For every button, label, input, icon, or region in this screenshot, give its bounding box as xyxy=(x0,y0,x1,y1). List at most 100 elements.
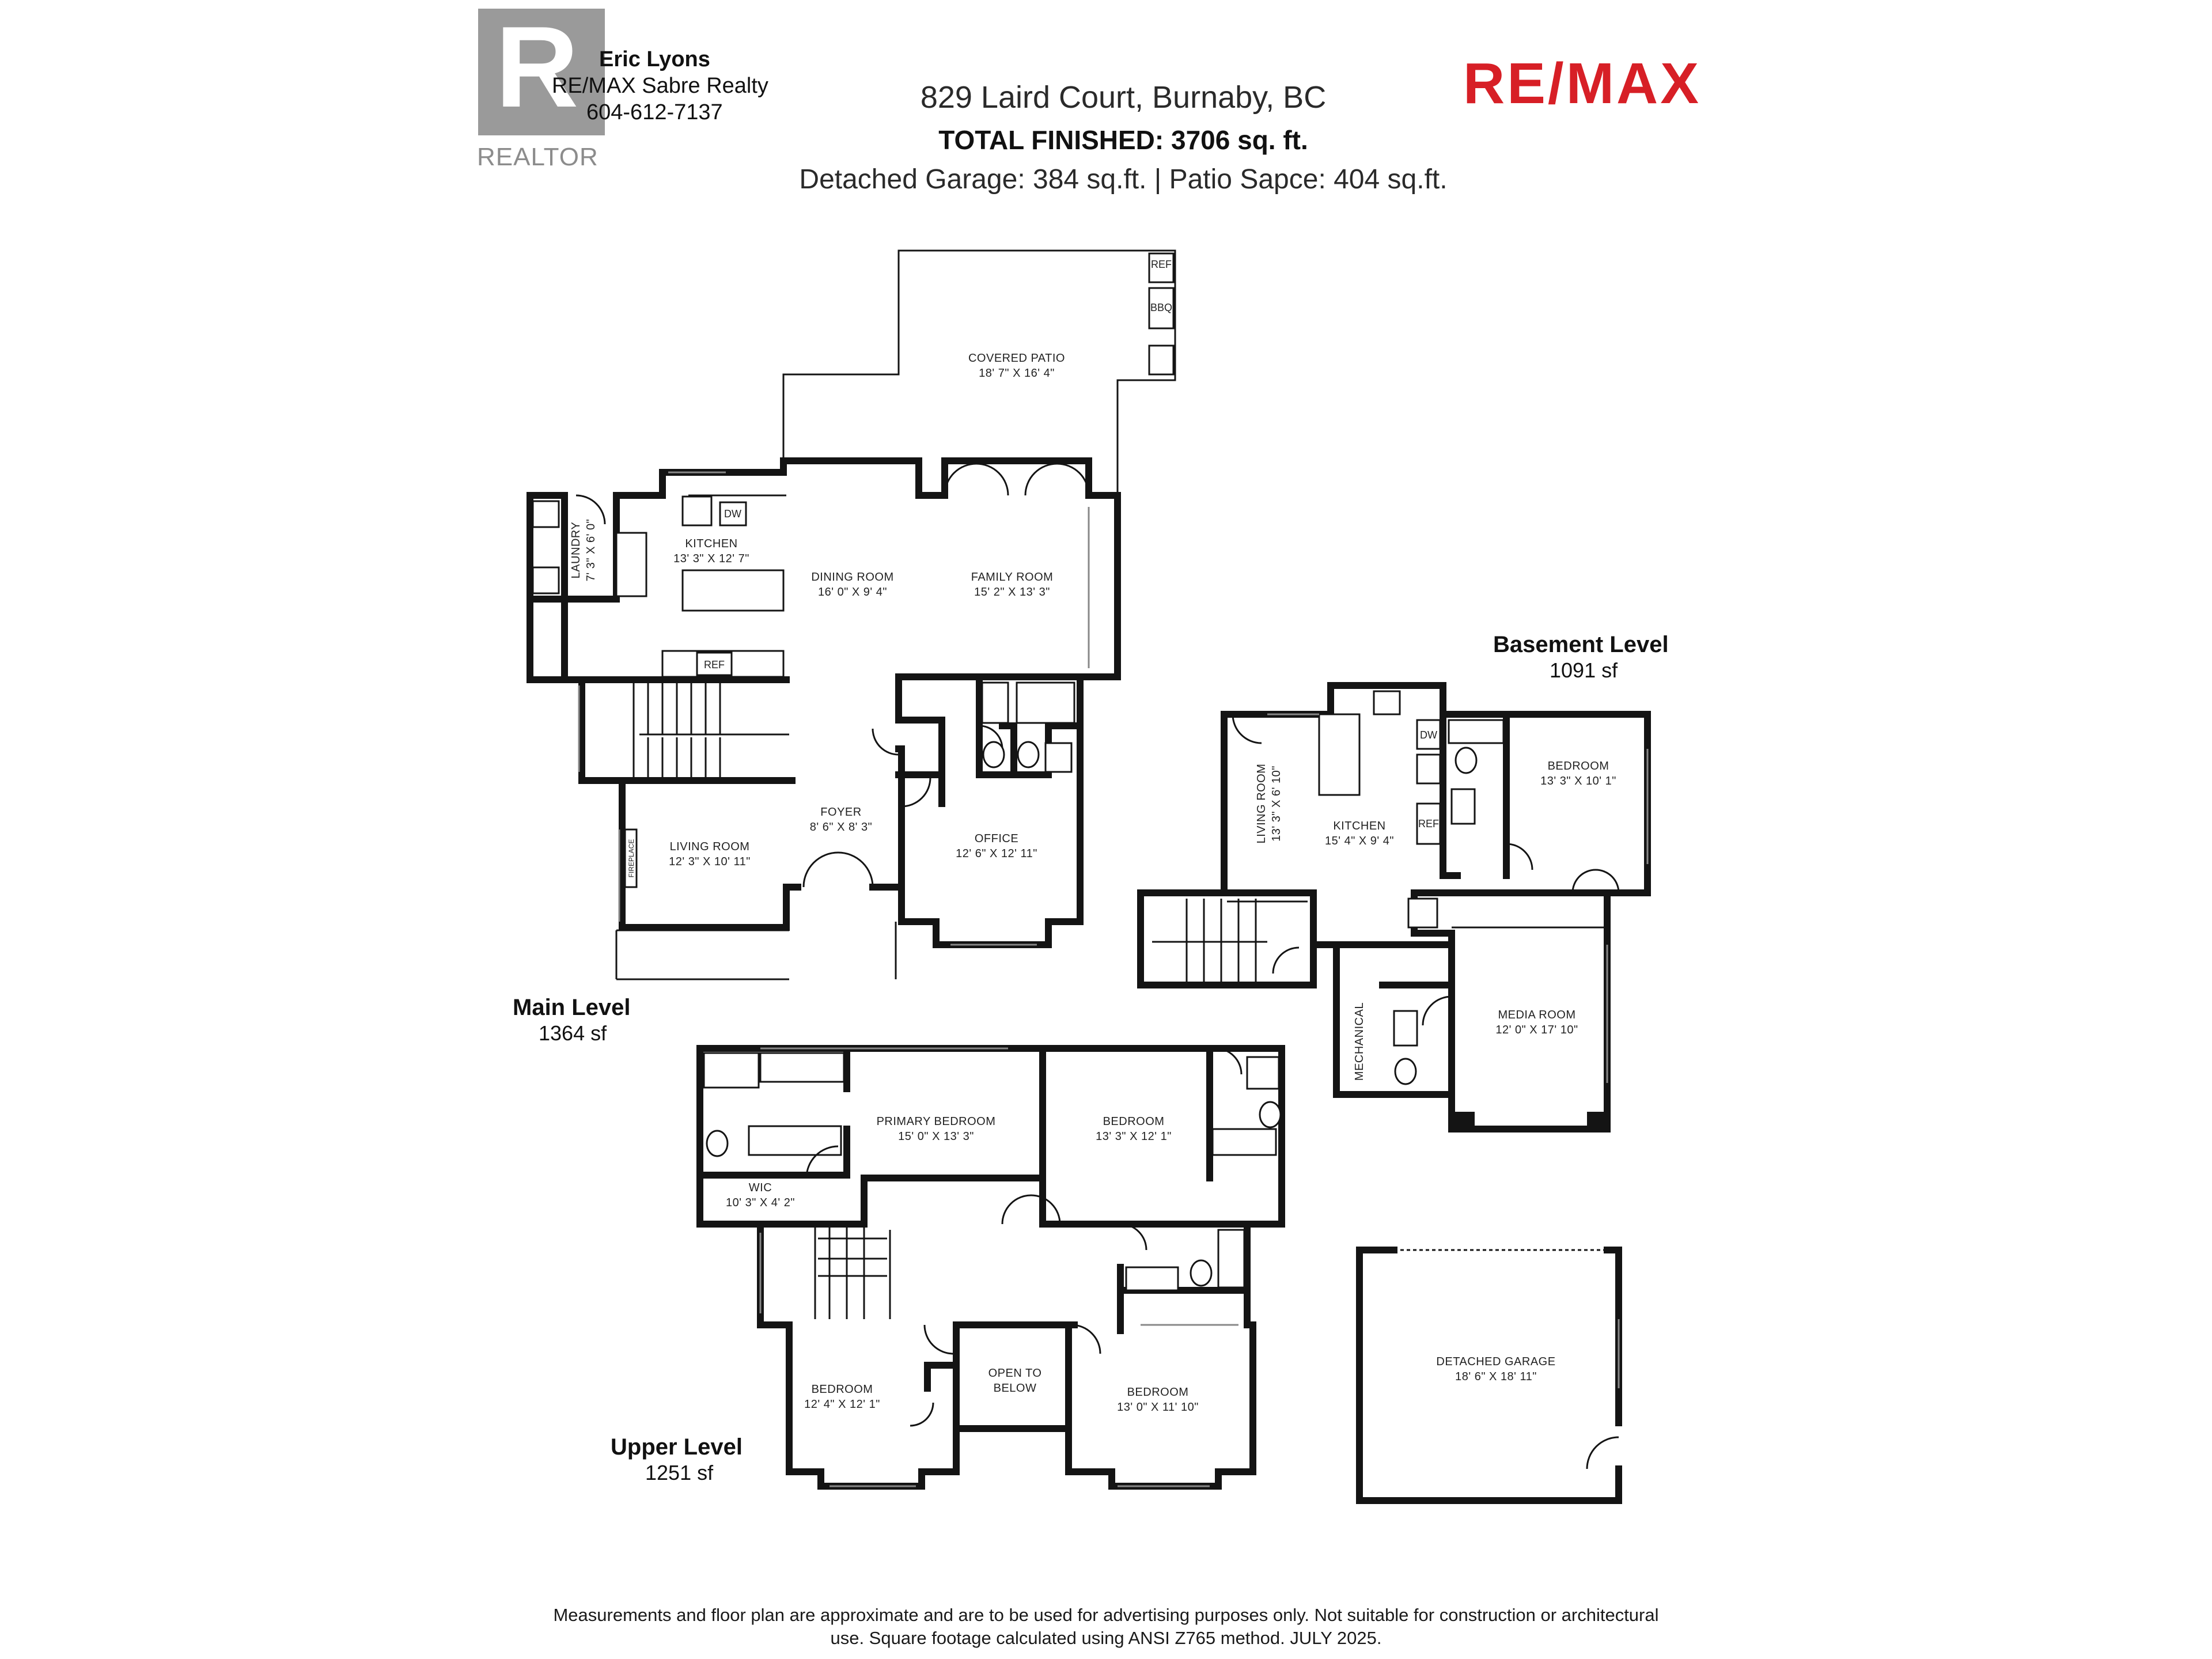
upper-level-area: 1251 sf xyxy=(645,1461,714,1484)
bath-mid-toilet xyxy=(1190,1259,1213,1287)
bath-toilet xyxy=(1017,741,1040,768)
realtor-logo-letter: R xyxy=(495,3,579,131)
label-bedroom-up-sw: BEDROOM xyxy=(812,1383,873,1396)
dims-family-room: 15' 2" X 13' 3" xyxy=(974,586,1050,599)
label-office: OFFICE xyxy=(975,832,1018,845)
bath-ne-tub xyxy=(1211,1128,1277,1156)
fireplace xyxy=(624,828,638,888)
label-laundry: LAUNDRY xyxy=(570,522,582,579)
upper-outer-wall-north xyxy=(696,1045,1285,1228)
mid-bath-door xyxy=(1120,1223,1147,1251)
dw-label: DW xyxy=(724,508,741,520)
ensuite-shower xyxy=(703,1052,760,1089)
label-covered-patio: COVERED PATIO xyxy=(968,352,1065,365)
dims-detached-garage: 18' 6" X 18' 11" xyxy=(1455,1370,1537,1383)
label-open-to-below: OPEN TO xyxy=(988,1367,1042,1380)
base-bath-toilet xyxy=(1455,747,1478,774)
ref-box xyxy=(696,652,733,676)
ref-label: REF xyxy=(704,659,725,671)
label-living-main: LIVING ROOM xyxy=(670,840,750,853)
se-bedroom-door xyxy=(1071,1324,1101,1354)
dims-open-to-below: BELOW xyxy=(994,1382,1037,1395)
garage-plan xyxy=(1356,1247,1622,1504)
label-kitchen-main: KITCHEN xyxy=(685,537,737,550)
garage-patio-summary: Detached Garage: 384 sq.ft. | Patio Sapc… xyxy=(799,164,1448,195)
dims-bedroom-base: 13' 3" X 10' 1" xyxy=(1540,775,1616,787)
upper-stairs xyxy=(814,1224,891,1319)
front-doors xyxy=(802,851,874,888)
ensuite-toilet xyxy=(706,1130,729,1157)
main-stair-wall xyxy=(527,596,796,784)
patio-ref-label: REF xyxy=(1151,259,1172,270)
open-to-below-wall xyxy=(953,1321,1072,1432)
ensuite-tub xyxy=(759,1052,845,1083)
remax-logo: RE/MAX xyxy=(1463,51,1705,116)
base-dw-label: DW xyxy=(1420,729,1437,741)
sw-bedroom-door xyxy=(923,1324,954,1355)
disclaimer-line-1: Measurements and floor plan are approxim… xyxy=(553,1605,1659,1625)
label-bedroom-base: BEDROOM xyxy=(1548,760,1609,772)
realtor-mark: REALTOR xyxy=(477,143,599,171)
ne-bath-door xyxy=(1215,1047,1243,1075)
basement-outer-wall-top xyxy=(1221,682,1651,896)
dims-office: 12' 6" X 12' 11" xyxy=(956,847,1037,860)
patio-outline xyxy=(782,249,1176,495)
mech-toilet xyxy=(1394,1058,1417,1085)
foyer-closet-wall xyxy=(895,673,945,778)
dims-foyer: 8' 6" X 8' 3" xyxy=(810,821,872,834)
basement-level-plan xyxy=(1137,682,1651,1132)
kitchen-island xyxy=(681,569,785,612)
garage-wall-west xyxy=(1356,1247,1622,1504)
dims-covered-patio: 18' 7" X 16' 4" xyxy=(979,367,1055,380)
main-level-area: 1364 sf xyxy=(539,1021,607,1045)
upper-closet-wall xyxy=(924,1362,960,1392)
dims-dining-room: 16' 0" X 9' 4" xyxy=(818,586,887,599)
dims-kitchen-base: 15' 4" X 9' 4" xyxy=(1325,835,1394,847)
patio-sink xyxy=(1148,344,1175,376)
label-mechanical: MECHANICAL xyxy=(1353,1002,1366,1081)
foyer-wall xyxy=(869,745,905,891)
label-primary-bedroom: PRIMARY BEDROOM xyxy=(877,1115,996,1128)
upper-level-title: Upper Level xyxy=(611,1434,743,1460)
basement-level-title: Basement Level xyxy=(1493,632,1669,657)
closet-door xyxy=(872,728,899,756)
garage-side-door xyxy=(1586,1436,1619,1469)
laundry-door xyxy=(575,494,606,525)
upper-outer-wall-southeast xyxy=(1065,1221,1256,1490)
dims-bedroom-up-se: 13' 0" X 11' 10" xyxy=(1117,1401,1199,1414)
mechanical-wall xyxy=(1310,941,1455,988)
sw-closet-door xyxy=(910,1402,934,1427)
label-dining-room: DINING ROOM xyxy=(811,571,893,584)
dw-box xyxy=(719,501,747,527)
dims-wic: 10' 3" X 4' 2" xyxy=(726,1196,795,1209)
office-door xyxy=(901,777,931,808)
bath-shower xyxy=(1016,681,1075,724)
base-ref-label: REF xyxy=(1418,818,1439,830)
wic-wall xyxy=(696,1126,850,1179)
bbq-label: BBQ xyxy=(1150,302,1172,313)
agent-phone: 604-612-7137 xyxy=(586,100,723,124)
living-room-wall xyxy=(619,777,801,931)
base-entry-door xyxy=(1232,714,1262,744)
powder-door xyxy=(979,725,1003,749)
base-bedroom-door xyxy=(1506,843,1533,870)
label-wic: WIC xyxy=(749,1181,772,1194)
dims-laundry: 7' 3" X 6' 0" xyxy=(585,519,597,581)
upper-outer-wall-southwest xyxy=(757,1221,1078,1490)
wic-door xyxy=(805,1145,839,1179)
bath-ne-sink xyxy=(1246,1056,1280,1090)
basement-bath-wall xyxy=(1440,711,1461,879)
realtor-logo-box xyxy=(478,9,605,135)
laundry-dryer xyxy=(532,566,560,594)
base-dw xyxy=(1416,719,1441,750)
basement-stairs xyxy=(1152,899,1267,982)
office-wall xyxy=(898,673,1084,948)
powder-wall xyxy=(976,673,1017,778)
bath-mid-tub xyxy=(1217,1229,1245,1289)
main-outer-wall-top xyxy=(659,457,1121,680)
main-level-plan xyxy=(527,249,1176,980)
base-kitchen-counter xyxy=(1318,713,1361,796)
dims-living-base: 13' 3" X 6' 10" xyxy=(1270,766,1283,842)
main-level-title: Main Level xyxy=(513,995,631,1020)
